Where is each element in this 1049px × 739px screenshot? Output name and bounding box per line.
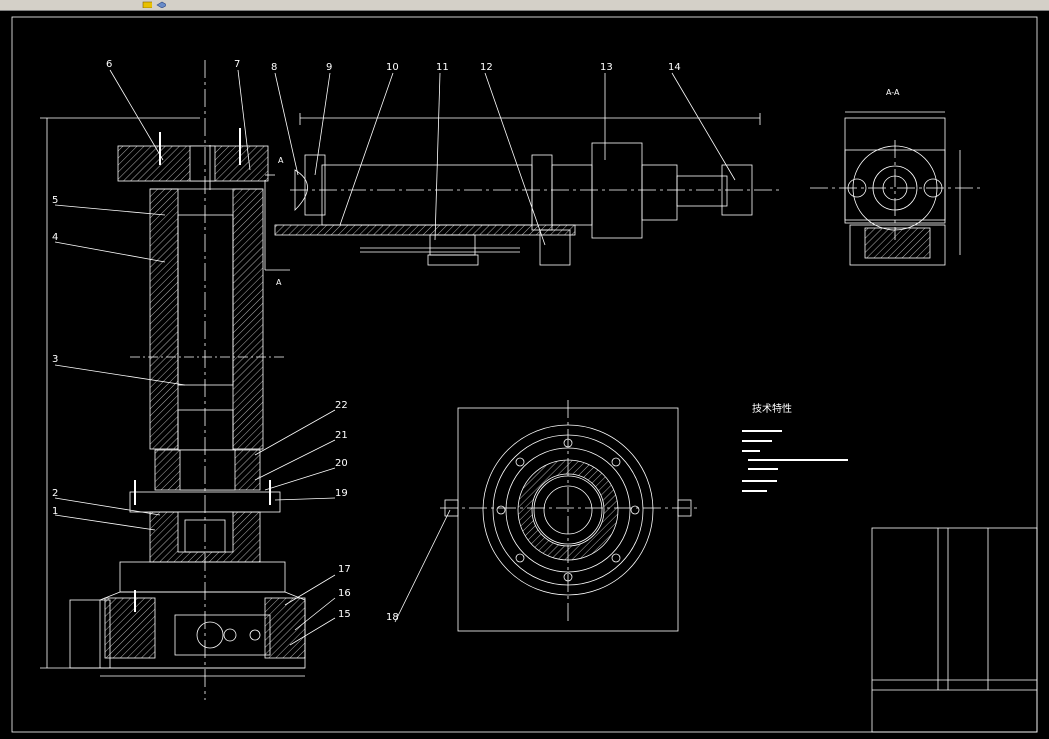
folder-icon[interactable] <box>142 0 152 8</box>
callout-5: 5 <box>52 195 58 206</box>
section-label: A-A <box>886 88 900 97</box>
callout-11: 11 <box>436 62 449 73</box>
callout-1: 1 <box>52 506 58 517</box>
callout-16: 16 <box>338 588 351 599</box>
section-a-a-view <box>810 111 980 266</box>
callout-22: 22 <box>335 400 348 411</box>
callout-20: 20 <box>335 458 348 469</box>
callout-17: 17 <box>338 564 351 575</box>
section-marker-bottom: A <box>276 278 282 287</box>
cad-drawing: 技术特性 <box>11 16 1038 733</box>
callout-4: 4 <box>52 232 58 243</box>
callout-2: 2 <box>52 488 58 499</box>
callout-12: 12 <box>480 62 493 73</box>
callout-19: 19 <box>335 488 348 499</box>
tech-title: 技术特性 <box>752 402 792 415</box>
callout-18: 18 <box>386 612 399 623</box>
main-column-view <box>40 60 306 700</box>
section-marker-top: A <box>278 156 284 165</box>
toolbar <box>0 0 1049 11</box>
callout-3: 3 <box>52 354 58 365</box>
callout-7: 7 <box>234 59 240 70</box>
layers-icon[interactable] <box>156 0 166 8</box>
plan-view <box>440 400 700 632</box>
callout-9: 9 <box>326 62 332 73</box>
horizontal-arm-view <box>264 113 780 271</box>
callout-leaders <box>54 69 736 646</box>
callout-13: 13 <box>600 62 613 73</box>
callout-21: 21 <box>335 430 348 441</box>
tech-notes: 技术特性 <box>742 402 848 492</box>
title-block <box>871 527 1038 733</box>
drawing-canvas[interactable]: 技术特性 <box>0 11 1049 735</box>
callout-8: 8 <box>271 62 277 73</box>
callout-6: 6 <box>106 59 112 70</box>
drawing-frame <box>11 16 1038 733</box>
callout-10: 10 <box>386 62 399 73</box>
callout-14: 14 <box>668 62 681 73</box>
callout-15: 15 <box>338 609 351 620</box>
